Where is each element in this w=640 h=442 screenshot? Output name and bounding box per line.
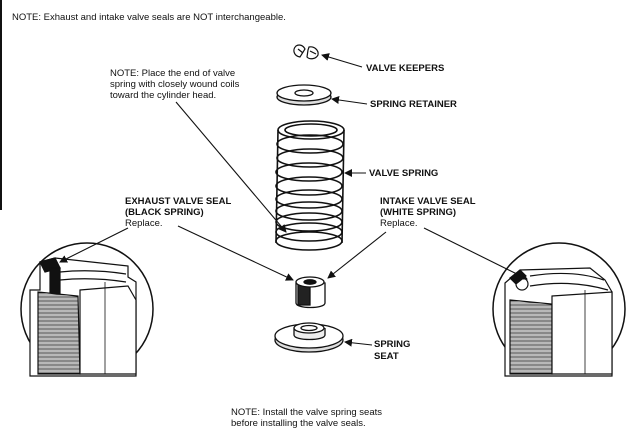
bottom-note-line-1: NOTE: Install the valve spring seats	[231, 407, 383, 418]
label-intake-seal-line-3: Replace.	[380, 218, 418, 229]
spring-retainer-part	[276, 84, 332, 106]
intake-seal-detail-circle	[492, 242, 626, 377]
leader-intake-detail	[423, 227, 528, 280]
spring-seat-part	[274, 322, 344, 353]
valve-spring-part	[275, 120, 345, 251]
label-exhaust-seal-line-1: EXHAUST VALVE SEAL	[125, 196, 232, 207]
leader-exhaust-seal	[177, 225, 294, 281]
valve-seal-part	[295, 276, 326, 309]
label-exhaust-seal-line-3: Replace.	[125, 218, 163, 229]
label-spring-seat-line-1: SPRING	[374, 339, 411, 350]
spring-note-line-1: NOTE: Place the end of valve	[110, 68, 236, 79]
top-note: NOTE: Exhaust and intake valve seals are…	[12, 12, 286, 23]
exhaust-seal-detail-circle	[20, 242, 154, 377]
leader-exhaust-detail	[59, 227, 129, 263]
label-spring-retainer: SPRING RETAINER	[370, 99, 457, 110]
label-exhaust-seal-line-2: (BLACK SPRING)	[125, 207, 204, 218]
label-valve-keepers: VALVE KEEPERS	[366, 63, 445, 74]
label-valve-spring: VALVE SPRING	[369, 168, 439, 179]
leader-valve-keepers	[321, 53, 363, 68]
spring-note-line-2: spring with closely wound coils	[110, 79, 240, 90]
valve-keepers-part	[293, 44, 319, 60]
leader-intake-seal	[327, 231, 387, 279]
leader-spring-retainer	[331, 96, 368, 105]
label-intake-seal-line-2: (WHITE SPRING)	[380, 207, 456, 218]
label-spring-seat-line-2: SEAT	[374, 351, 399, 362]
bottom-note-line-2: before installing the valve seals.	[231, 418, 366, 429]
spring-note-line-3: toward the cylinder head.	[110, 90, 217, 101]
leader-spring-note	[175, 101, 287, 233]
label-intake-seal-line-1: INTAKE VALVE SEAL	[380, 196, 476, 207]
leader-spring-seat	[344, 338, 373, 347]
